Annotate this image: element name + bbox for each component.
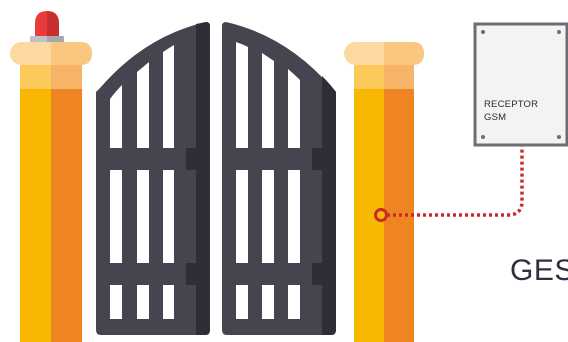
- right-pillar: [344, 42, 424, 342]
- receptor-label-line2: GSM: [484, 112, 506, 123]
- screw-icon: [557, 135, 561, 139]
- gate-left-leaf: [96, 22, 210, 335]
- sensor-terminal-icon: [376, 210, 387, 221]
- screw-icon: [481, 30, 485, 34]
- siren-icon: [30, 11, 64, 43]
- receptor-label-line1: RECEPTOR: [484, 99, 538, 110]
- gate: [96, 22, 336, 335]
- screw-icon: [481, 135, 485, 139]
- receptor-gsm-box: RECEPTOR GSM: [475, 24, 567, 145]
- caption-text: GES: [510, 254, 568, 287]
- gate-right-leaf: [222, 22, 336, 335]
- left-pillar: [10, 11, 92, 342]
- screw-icon: [557, 30, 561, 34]
